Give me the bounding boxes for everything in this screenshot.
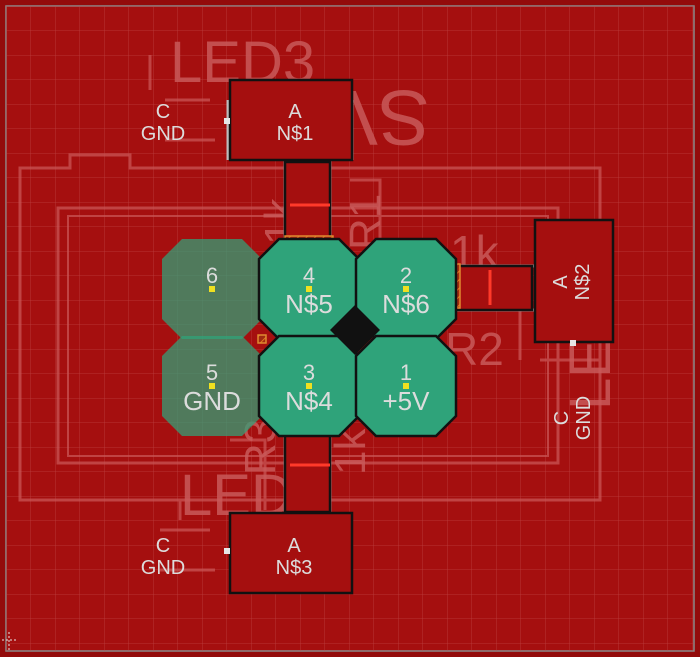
pad-drill-1: [403, 383, 409, 389]
pad-number-4: 4: [303, 263, 315, 288]
pad-number-5: 5: [206, 360, 218, 385]
led-bottom-a-net: N$3: [276, 557, 313, 579]
pad-net-1: +5V: [383, 386, 431, 416]
pad-drill-4: [306, 286, 312, 292]
pad-number-2: 2: [400, 263, 412, 288]
led-bottom-c-net: GND: [141, 557, 185, 579]
resistor-markers: [290, 203, 492, 467]
led-bottom-a-label: A: [287, 535, 301, 557]
pad-drill-6: [209, 286, 215, 292]
led-right-a-label: A: [550, 275, 572, 289]
led-right-c-label: C: [551, 411, 573, 425]
pad-net-2: N$6: [382, 289, 430, 319]
led-right-c-net: GND: [573, 396, 595, 440]
pad-number-3: 3: [303, 360, 315, 385]
origin-cross: [2, 632, 16, 650]
pad-drill-2: [403, 286, 409, 292]
pad-drill-3: [306, 383, 312, 389]
pad-drill-5: [209, 383, 215, 389]
pad-number-1: 1: [400, 360, 412, 385]
led-top-c-label: C: [156, 101, 170, 123]
center-via: [330, 305, 380, 355]
led-bottom-c-label: C: [156, 535, 170, 557]
led-right-a-net: N$2: [572, 264, 594, 301]
pad-net-5: GND: [183, 386, 241, 416]
led-top-a-net: N$1: [277, 123, 314, 145]
led-top-c-net: GND: [141, 123, 185, 145]
small-markers: [224, 118, 576, 554]
pad-number-6: 6: [206, 263, 218, 288]
pad-net-3: N$4: [285, 386, 333, 416]
led-top-a-label: A: [288, 101, 302, 123]
pad-net-4: N$5: [285, 289, 333, 319]
